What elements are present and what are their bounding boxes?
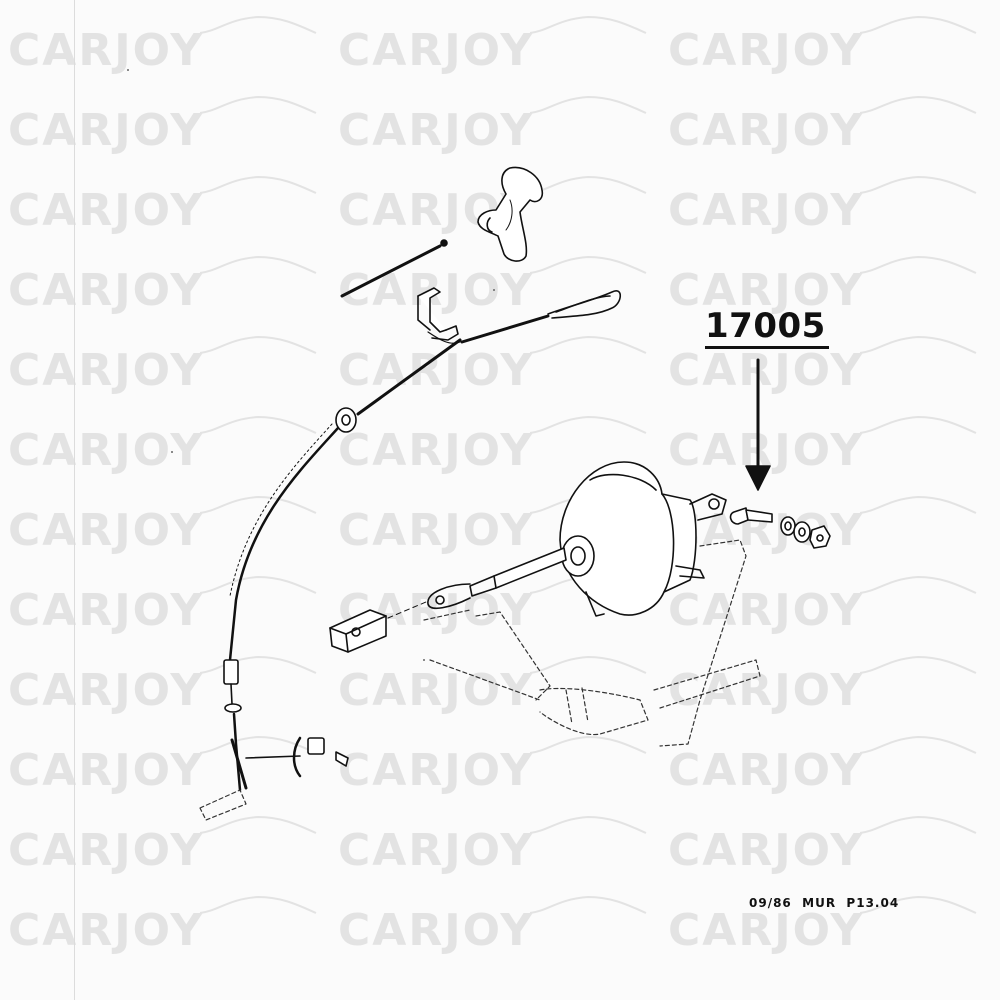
t-handle-knob [477, 166, 544, 262]
watermark-text: CARJOY [668, 25, 865, 76]
scan-specks [127, 69, 495, 661]
watermark-car-icon [859, 335, 977, 354]
bolt-washer-nut-set [729, 507, 831, 549]
drawing-reference: 09/86 MUR P13.04 [749, 896, 900, 910]
watermark-text: CARJOY [8, 265, 205, 316]
watermark-car-icon [199, 15, 317, 34]
watermark-text: CARJOY [668, 905, 865, 956]
push-rod [427, 547, 567, 610]
cable-bracket [417, 287, 459, 341]
watermark-text: CARJOY [338, 665, 535, 716]
watermark-car-icon [199, 655, 317, 674]
watermark-text: CARJOY [668, 105, 865, 156]
watermark-car-icon [529, 415, 647, 434]
scan-margin-line [74, 0, 75, 1000]
watermark-car-icon [529, 175, 647, 194]
watermark-car-icon [529, 335, 647, 354]
linkage-phantom [423, 539, 761, 747]
watermark-car-icon [859, 575, 977, 594]
watermark-text: CARJOY [338, 425, 535, 476]
watermark-car-icon [199, 335, 317, 354]
watermark-car-icon [529, 815, 647, 834]
watermark-text: CARJOY [8, 345, 205, 396]
watermark-text: CARJOY [668, 345, 865, 396]
watermark-car-icon [859, 175, 977, 194]
callout-arrow [745, 358, 771, 491]
watermark-car-icon [859, 415, 977, 434]
choke-cable [223, 290, 622, 792]
watermark-text: CARJOY [8, 825, 205, 876]
watermark-text: CARJOY [8, 665, 205, 716]
watermark-car-icon [529, 95, 647, 114]
watermark-car-icon [199, 255, 317, 274]
watermark-text: CARJOY [8, 185, 205, 236]
watermark-text: CARJOY [8, 505, 205, 556]
watermark-text: CARJOY [338, 345, 535, 396]
watermark-car-icon [199, 895, 317, 914]
watermark-car-icon [859, 15, 977, 34]
watermark-text: CARJOY [668, 585, 865, 636]
watermark-text: CARJOY [668, 265, 865, 316]
watermark-car-icon [199, 175, 317, 194]
watermark-text: CARJOY [8, 745, 205, 796]
watermark-car-icon [199, 415, 317, 434]
watermark-car-icon [859, 95, 977, 114]
watermark-car-icon [199, 495, 317, 514]
watermark-text: CARJOY [8, 425, 205, 476]
watermark-car-icon [859, 655, 977, 674]
watermark-text: CARJOY [668, 665, 865, 716]
vacuum-capsule [559, 461, 727, 617]
watermark-text: CARJOY [668, 185, 865, 236]
pedal-phantom [199, 789, 247, 821]
watermark-car-icon [199, 815, 317, 834]
watermark-car-icon [529, 735, 647, 754]
watermark-car-icon [859, 735, 977, 754]
watermark-car-icon [199, 575, 317, 594]
watermark-text: CARJOY [338, 745, 535, 796]
watermark-car-icon [529, 15, 647, 34]
watermark-text: CARJOY [8, 905, 205, 956]
stop-block [329, 601, 427, 653]
watermark-text: CARJOY [338, 505, 535, 556]
pin-and-rod [340, 239, 448, 298]
watermark-car-icon [529, 255, 647, 274]
watermark-text: CARJOY [338, 825, 535, 876]
watermark-text: CARJOY [338, 105, 535, 156]
watermark-car-icon [859, 255, 977, 274]
watermark-text: CARJOY [8, 585, 205, 636]
part-number-underline [705, 346, 829, 349]
watermark-car-icon [859, 815, 977, 834]
watermark-text: CARJOY [8, 105, 205, 156]
watermark-text: CARJOY [338, 905, 535, 956]
watermark-text: CARJOY [338, 25, 535, 76]
watermark-car-icon [199, 735, 317, 754]
watermark-text: CARJOY [8, 25, 205, 76]
watermark-text: CARJOY [668, 745, 865, 796]
watermark-text: CARJOY [668, 825, 865, 876]
part-number-callout: 17005 [705, 306, 826, 346]
watermark-car-icon [529, 895, 647, 914]
watermark-car-icon [199, 95, 317, 114]
clamp-screw [245, 736, 349, 778]
watermark-car-icon [859, 895, 977, 914]
watermark-car-icon [529, 655, 647, 674]
watermark-car-icon [859, 495, 977, 514]
